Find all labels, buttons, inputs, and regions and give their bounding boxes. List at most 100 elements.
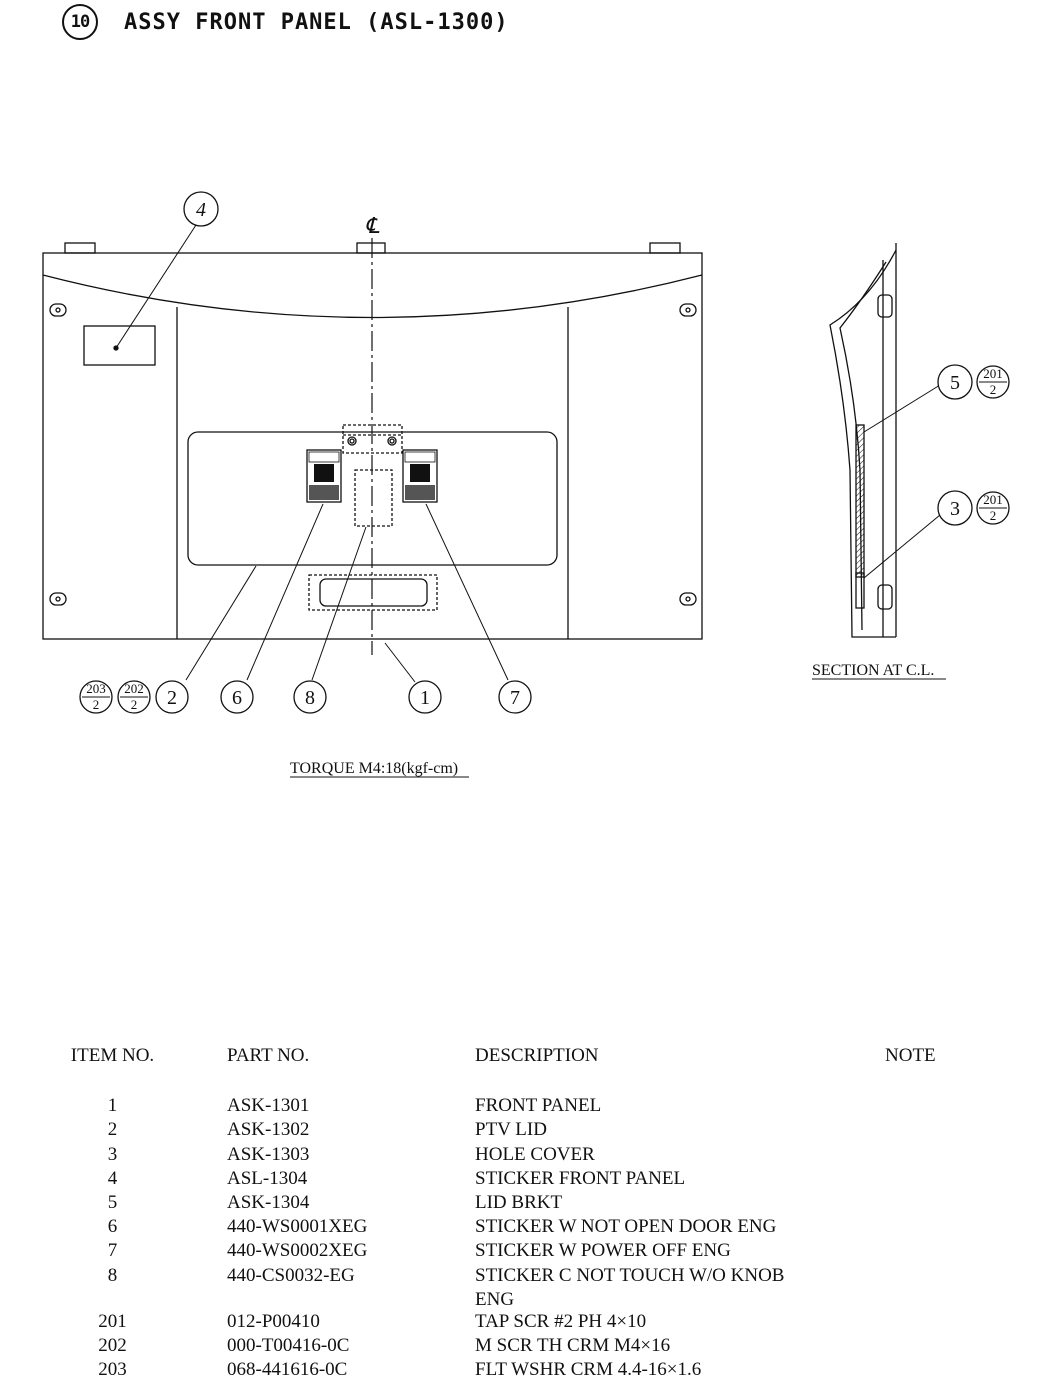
table-row: 7 440-WS0002XEG STICKER W POWER OFF ENG: [66, 1239, 996, 1263]
cell-description: HOLE COVER: [475, 1143, 595, 1165]
top-tab-left: [64, 242, 96, 254]
callout-7: 7: [498, 680, 532, 714]
cell-item: 201: [98, 1310, 127, 1332]
cell-note: [819, 1310, 979, 1334]
torque-note: TORQUE M4:18(kgf-cm): [290, 760, 458, 777]
cell-description: STICKER W NOT OPEN DOOR ENG: [475, 1216, 777, 1238]
cell-note: [819, 1264, 979, 1288]
table-row: 201 012-P00410 TAP SCR #2 PH 4×10: [66, 1310, 996, 1334]
cell-note: [819, 1215, 979, 1239]
table-row: 203 068-441616-0C FLT WSHR CRM 4.4-16×1.6: [66, 1358, 996, 1382]
cell-part: ASK-1302: [227, 1119, 310, 1141]
front-panel-view: [42, 238, 703, 655]
cell-note: [819, 1191, 979, 1215]
fraction-201-lower: 201 2: [976, 491, 1010, 525]
table-row: 6 440-WS0001XEG STICKER W NOT OPEN DOOR EN…: [66, 1215, 996, 1239]
warning-sticker-right: [402, 449, 438, 503]
callout-3: 3: [937, 490, 973, 526]
cell-note: [819, 1143, 979, 1167]
sticker-icons: [308, 451, 436, 500]
cell-note: [819, 1239, 979, 1263]
top-tab-right: [649, 242, 681, 254]
cell-note: [819, 1118, 979, 1142]
header-note: NOTE: [885, 1045, 936, 1066]
cell-description: TAP SCR #2 PH 4×10: [475, 1310, 647, 1332]
drawing-title: 10 ASSY FRONT PANEL (ASL-1300): [62, 4, 509, 40]
cell-item: 3: [107, 1143, 118, 1165]
svg-text:201: 201: [983, 492, 1003, 507]
table-row: 5 ASK-1304 LID BRKT: [66, 1191, 996, 1215]
cell-description: FLT WSHR CRM 4.4-16×1.6: [475, 1359, 702, 1381]
svg-text:8: 8: [305, 687, 315, 709]
centerline-symbol: ℄: [365, 213, 380, 238]
section-view: [829, 243, 941, 638]
cell-description: STICKER W POWER OFF ENG: [475, 1240, 731, 1262]
cell-item: 6: [107, 1216, 118, 1238]
cell-description: STICKER C NOT TOUCH W/O KNOB ENG: [475, 1264, 785, 1310]
callout-6: 6: [220, 680, 254, 714]
parts-rows-hardware: 201 012-P00410 TAP SCR #2 PH 4×10 202 000-T0…: [66, 1310, 996, 1383]
leader-lines-front: [115, 224, 509, 683]
fraction-201-upper: 201 2: [976, 365, 1010, 399]
callout-2: 2: [155, 680, 189, 714]
cell-item: 7: [107, 1240, 118, 1262]
lid-bracket-dashed: [342, 424, 403, 454]
cell-description: FRONT PANEL: [475, 1095, 602, 1117]
cell-part: 440-CS0032-EG: [227, 1264, 355, 1286]
svg-text:203: 203: [86, 681, 106, 696]
hole-cover-dashed: [308, 574, 438, 611]
cell-item: 1: [107, 1095, 118, 1117]
warning-sticker-left: [306, 449, 342, 503]
cell-item: 8: [107, 1264, 118, 1286]
cell-part: ASK-1303: [227, 1143, 310, 1165]
cell-part: 000-T00416-0C: [227, 1334, 350, 1356]
cell-part: 012-P00410: [227, 1310, 320, 1332]
cell-part: 068-441616-0C: [227, 1359, 348, 1381]
table-row: 202 000-T00416-0C M SCR TH CRM M4×16: [66, 1334, 996, 1358]
svg-text:2: 2: [93, 697, 100, 712]
cell-part: ASL-1304: [227, 1167, 308, 1189]
svg-text:2: 2: [990, 382, 997, 397]
svg-text:2: 2: [167, 687, 177, 709]
cell-part: ASK-1304: [227, 1191, 310, 1213]
cell-part: 440-WS0002XEG: [227, 1240, 368, 1262]
header-item-no: ITEM NO.: [70, 1045, 155, 1066]
table-row: 8 440-CS0032-EG STICKER C NOT TOUCH W/O KN…: [66, 1264, 996, 1310]
cell-item: 5: [107, 1191, 118, 1213]
header-description: DESCRIPTION: [475, 1045, 599, 1066]
svg-text:7: 7: [510, 687, 520, 709]
fraction-203: 203 2: [79, 680, 113, 714]
cell-note: [819, 1358, 979, 1382]
cell-description: STICKER FRONT PANEL: [475, 1167, 686, 1189]
parts-table-header: ITEM NO. PART NO. DESCRIPTION NOTE: [66, 1044, 996, 1068]
section-label: SECTION AT C.L.: [812, 662, 934, 679]
cell-note: [819, 1334, 979, 1358]
cell-item: 4: [107, 1167, 118, 1189]
cell-part: ASK-1301: [227, 1095, 310, 1117]
svg-text:201: 201: [983, 366, 1003, 381]
callout-4: 4: [183, 191, 219, 227]
cell-note: [819, 1094, 979, 1118]
callout-8: 8: [293, 680, 327, 714]
title-number-badge: 10: [62, 4, 98, 40]
cell-description: LID BRKT: [475, 1191, 563, 1213]
cell-item: 2: [107, 1119, 118, 1141]
top-tab-center: [356, 242, 386, 254]
fraction-202: 202 2: [117, 680, 151, 714]
cell-item: 203: [98, 1359, 127, 1381]
cell-item: 202: [98, 1334, 127, 1356]
title-text: ASSY FRONT PANEL (ASL-1300): [124, 9, 509, 35]
cell-description: PTV LID: [475, 1119, 547, 1141]
cell-part: 440-WS0001XEG: [227, 1216, 368, 1238]
callout-5: 5: [937, 364, 973, 400]
svg-text:6: 6: [232, 687, 242, 709]
technical-drawing: ℄ 4 2 6 8 1 7 203 2 2: [42, 191, 1010, 778]
sticker-front-panel: [83, 325, 156, 366]
knob-area-dashed: [354, 469, 393, 527]
callout-1: 1: [408, 680, 442, 714]
svg-text:1: 1: [420, 687, 430, 709]
cell-description: M SCR TH CRM M4×16: [475, 1334, 671, 1356]
screw-slots: [49, 303, 697, 606]
